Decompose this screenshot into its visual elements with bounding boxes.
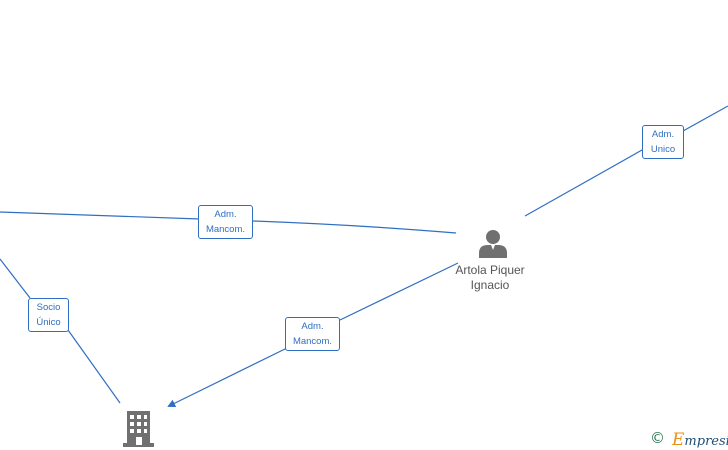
edge-label-line2: Único bbox=[36, 317, 61, 328]
person-name-line1: Artola Piquer bbox=[455, 263, 525, 277]
edge-label-line2: Unico bbox=[650, 144, 676, 155]
edge-label-line1: Socio bbox=[36, 302, 61, 313]
empresia-logo[interactable]: Empresia bbox=[672, 430, 728, 450]
person-icon[interactable] bbox=[478, 228, 508, 258]
edge-label-line2: Mancom. bbox=[292, 336, 333, 347]
edge-label-socio-unico[interactable]: Socio Único bbox=[28, 298, 69, 332]
edge-line-adm-mancom-bottom bbox=[339, 262, 459, 321]
edge-line-adm-unico bbox=[524, 105, 728, 217]
logo-initial: E bbox=[672, 430, 685, 450]
copyright-symbol: © bbox=[650, 429, 665, 447]
person-name-line2: Ignacio bbox=[470, 278, 510, 292]
edge-label-adm-unico[interactable]: Adm. Unico bbox=[642, 125, 684, 159]
edge-line-socio-unico bbox=[0, 258, 121, 404]
person-name[interactable]: Artola Piquer Ignacio bbox=[440, 263, 540, 293]
edge-label-line1: Adm. bbox=[651, 129, 675, 140]
building-icon[interactable] bbox=[123, 411, 154, 447]
edge-line-adm-mancom-top bbox=[0, 211, 457, 234]
logo-text: mpresia bbox=[684, 434, 728, 449]
edge-label-line1: Adm. bbox=[301, 321, 324, 332]
edge-label-line2: Mancom. bbox=[205, 224, 246, 235]
edge-label-line1: Adm. bbox=[214, 209, 237, 220]
edge-label-adm-mancom-top[interactable]: Adm. Mancom. bbox=[198, 205, 253, 239]
edge-label-adm-mancom-bottom[interactable]: Adm. Mancom. bbox=[285, 317, 340, 351]
edge-arrow-to-company bbox=[167, 347, 288, 407]
